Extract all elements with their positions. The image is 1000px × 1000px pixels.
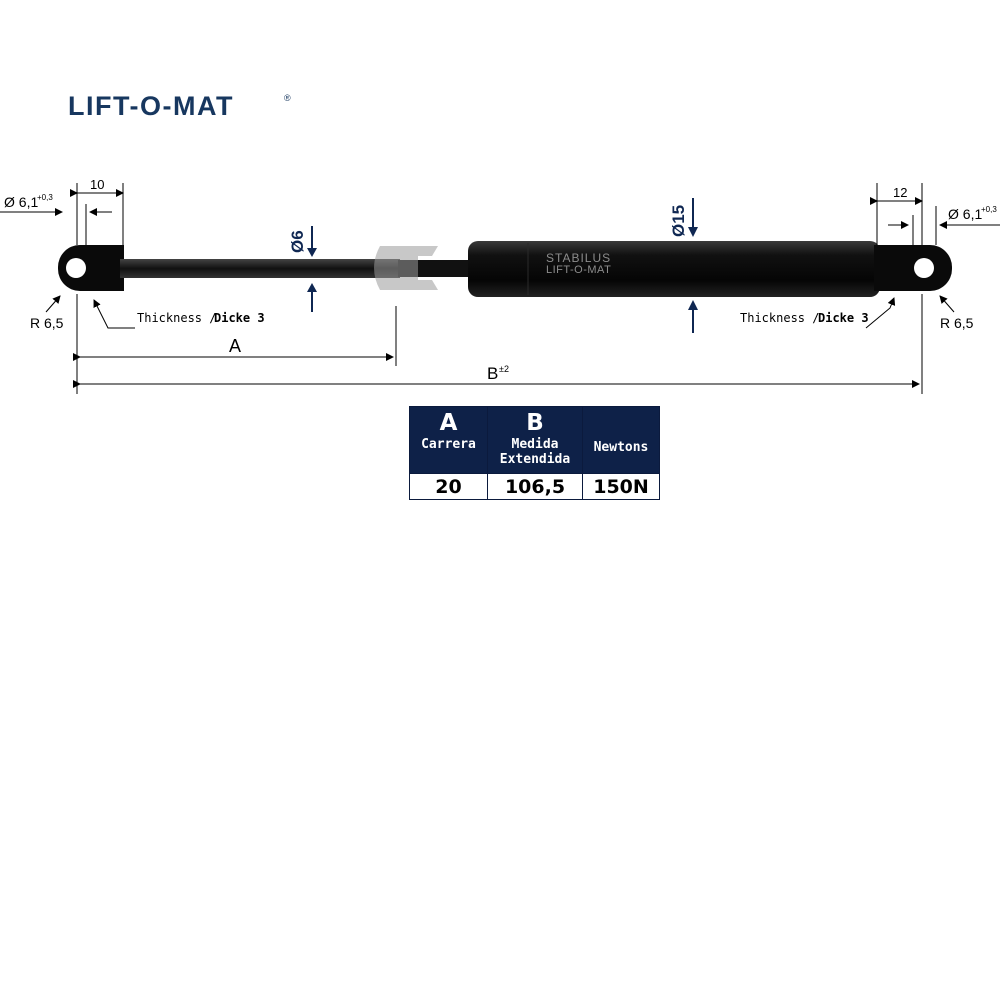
spec-table-value-row: 20 106,5 150N — [409, 473, 660, 500]
cylinder-body — [468, 241, 880, 297]
seal-collar — [374, 246, 438, 290]
left-dicke-label: Dicke 3 — [214, 311, 265, 325]
cylinder-diameter-arrows — [688, 198, 698, 333]
header-b-label-2: Extendida — [499, 452, 571, 467]
cylinder-print-stabilus: STABILUS — [546, 251, 611, 265]
left-eye-width-label: 10 — [90, 177, 104, 192]
right-eye-tolerance-label: +0,3 — [981, 205, 997, 214]
header-a-label: Carrera — [421, 437, 476, 452]
left-eyelet — [58, 245, 124, 291]
left-radius-label: R 6,5 — [30, 315, 64, 331]
dim-b-tolerance: ±2 — [499, 364, 509, 374]
brand-logo: LIFT-O-MAT — [68, 91, 234, 121]
spec-table: A Carrera B Medida Extendida Newtons 20 … — [409, 406, 660, 500]
right-dicke-label: Dicke 3 — [818, 311, 869, 325]
right-radius-label: R 6,5 — [940, 315, 974, 331]
left-thickness-label: Thickness / — [137, 311, 216, 325]
cylinder-print-liftomat: LIFT-O-MAT — [546, 264, 611, 276]
header-medida-extendida: B Medida Extendida — [487, 406, 583, 474]
right-eye-width-label: 12 — [893, 185, 907, 200]
radius-leaders — [45, 295, 955, 329]
rod-diameter-label: Ø6 — [288, 230, 307, 253]
header-b-label-1: Medida — [511, 437, 559, 452]
registered-mark: ® — [284, 93, 291, 103]
spec-table-header-row: A Carrera B Medida Extendida Newtons — [409, 406, 660, 474]
stroke-dimension-a — [73, 294, 397, 394]
extended-dimension-b — [73, 294, 923, 394]
left-eye-diameter-label: Ø 6,1 — [4, 194, 38, 210]
value-medida-extendida: 106,5 — [487, 473, 583, 500]
value-newtons: 150N — [582, 473, 660, 500]
value-carrera: 20 — [409, 473, 488, 500]
right-thickness-label: Thickness / — [740, 311, 819, 325]
rod-diameter-arrows — [307, 226, 317, 312]
left-eye-tolerance-label: +0,3 — [37, 193, 53, 202]
right-eye-diameter-label: Ø 6,1 — [948, 206, 982, 222]
right-eyelet — [874, 245, 952, 291]
left-eye-width-dimension — [0, 183, 124, 245]
header-b-letter: B — [526, 410, 544, 436]
header-a-letter: A — [439, 410, 458, 436]
right-eye-width-dimension — [870, 183, 1000, 245]
header-carrera: A Carrera — [409, 406, 488, 474]
header-n-label: Newtons — [593, 440, 649, 455]
dim-b-label: B — [487, 364, 498, 383]
dim-a-label: A — [229, 336, 241, 356]
header-newtons: Newtons — [582, 406, 660, 474]
piston-rod — [120, 259, 400, 278]
cylinder-diameter-label: Ø15 — [669, 205, 688, 237]
